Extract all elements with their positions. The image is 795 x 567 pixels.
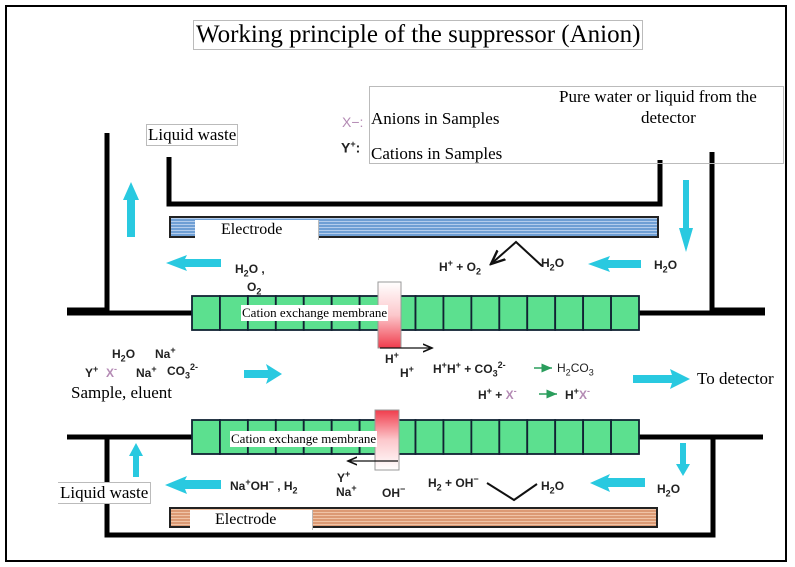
bottom-membrane-segment [191, 419, 221, 455]
top-electrolysis-chevron [491, 240, 543, 267]
anion-symbol-icon: X−: [342, 114, 364, 130]
bottom-membrane-label: Cation exchange membrane [230, 431, 378, 447]
legend-cation-label: Cations in Samples [371, 144, 503, 163]
flow-arrow-up-top-left [123, 182, 139, 237]
proton-h-plus-a: H+ [385, 350, 399, 366]
flow-arrow-up-bottom-left [129, 443, 143, 477]
bottom-membrane-segment [414, 419, 445, 455]
top-electrode-label: Electrode [195, 220, 319, 240]
bottom-membrane-segment [610, 419, 640, 455]
top-membrane-segment [554, 295, 585, 331]
top-chamber-walls [67, 133, 765, 313]
top-membrane-segment [526, 295, 557, 331]
top-membrane-segment [414, 295, 445, 331]
top-inner-wall [166, 157, 663, 207]
liquid-waste-bottom-label: Liquid waste [58, 482, 152, 504]
bottom-membrane-segment [470, 419, 501, 455]
bottom-na-plus: Na+ [336, 483, 357, 499]
pure-water-label-line1: Pure water or liquid from the [559, 87, 757, 106]
bottom-membrane-segment [554, 419, 585, 455]
bottom-h2o-in: H2O [657, 482, 681, 499]
flow-arrow-left-top-waste [166, 255, 221, 271]
bottom-outer-wall [67, 434, 763, 538]
top-membrane-segment [442, 295, 473, 331]
proton-h-plus-b: H+ [400, 364, 414, 380]
top-membrane-segment [191, 295, 221, 331]
reaction1-left: H+H+ + CO32- [433, 360, 506, 379]
bottom-membrane-segment [582, 419, 612, 455]
reaction2-right: H+X- [565, 386, 590, 402]
sample-x-minus: X- [106, 364, 118, 380]
bottom-membrane-segment [526, 419, 557, 455]
top-membrane-segment [610, 295, 640, 331]
sample-na-2: Na+ [136, 364, 157, 380]
bottom-membrane-segment [498, 419, 529, 455]
top-membrane-label: Cation exchange membrane [241, 305, 389, 321]
flow-arrow-left-bottom-waste [165, 476, 221, 494]
top-outer-right-wall [709, 152, 765, 313]
to-detector-label: To detector [697, 369, 774, 388]
bottom-electrode-label: Electrode [190, 510, 313, 530]
bottom-products: H2 + OH− [428, 474, 479, 493]
flow-arrow-left-top-in [588, 256, 641, 272]
top-membrane-segment [498, 295, 529, 331]
top-products: H+ + O2 [439, 258, 481, 277]
bottom-oh-minus: OH− [382, 484, 406, 500]
top-waste-o2: O2 [247, 280, 262, 297]
flow-arrow-down-bottom-right [676, 443, 690, 476]
flow-arrow-left-bottom-in [590, 474, 645, 492]
bottom-membrane-segment [442, 419, 473, 455]
top-outer-left-wall [67, 133, 110, 313]
diagram-title: Working principle of the suppressor (Ani… [193, 20, 644, 50]
flow-arrow-right-sample [244, 364, 282, 384]
flow-arrow-right-detector [633, 369, 690, 389]
liquid-waste-top-label: Liquid waste [146, 124, 239, 146]
bottom-h2o-split: H2O [541, 479, 565, 496]
cation-symbol-icon: Y+: [341, 139, 361, 156]
reaction2-left: H+ + X- [478, 386, 517, 402]
sample-na-1: Na+ [155, 345, 176, 361]
top-h2o-in: H2O [654, 258, 678, 275]
legend-box [369, 86, 784, 164]
top-h2o-split: H2O [541, 256, 565, 273]
bottom-y-plus: Y+ [337, 469, 351, 485]
bottom-chamber-walls [67, 434, 763, 538]
sample-h2o: H2O [112, 347, 136, 364]
top-membrane-segment [470, 295, 501, 331]
bottom-waste-out: Na+OH− , H2 [230, 477, 298, 496]
top-membrane-segment [582, 295, 612, 331]
sample-co3: CO32- [167, 362, 199, 381]
legend-anion-label: Anions in Samples [371, 109, 500, 128]
sample-eluent-label: Sample, eluent [71, 383, 173, 402]
top-waste-h2o: H2O , [235, 262, 265, 279]
bottom-electrolysis-chevron [486, 482, 538, 502]
reaction1-right: H2CO3 [557, 361, 594, 378]
sample-y-plus: Y+ [85, 364, 99, 380]
flow-arrow-down-top-right [679, 180, 693, 252]
pure-water-label-line2: detector [641, 108, 696, 127]
